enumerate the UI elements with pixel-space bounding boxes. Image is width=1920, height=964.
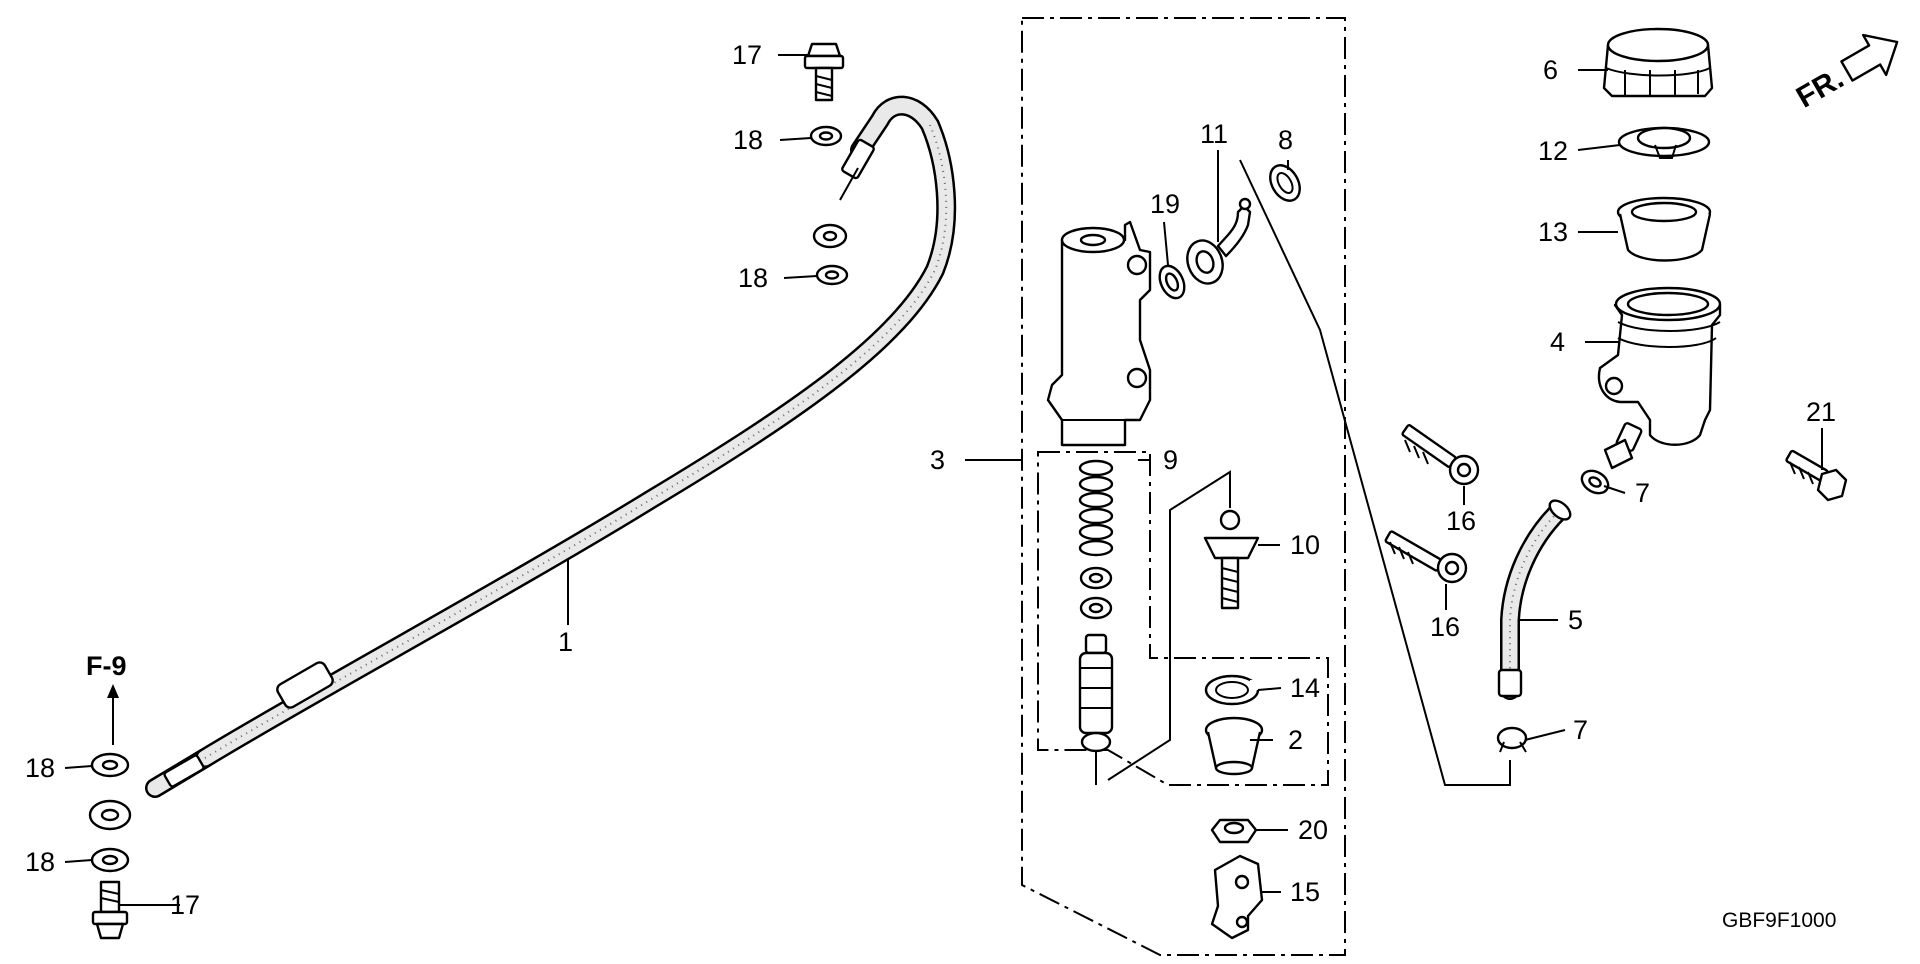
front-direction-label: FR. (1791, 62, 1849, 115)
callout-18-top-lower: 18 (738, 263, 768, 293)
circlip (1204, 674, 1260, 706)
ref-arrow-head (107, 684, 119, 698)
master-cylinder-group-box (1021, 17, 1346, 956)
callout-18-bottom-upper: 18 (25, 753, 55, 783)
washer-18-bottom-upper (90, 752, 130, 778)
reservoir-diaphragm (1616, 196, 1712, 262)
callout-21: 21 (1806, 397, 1836, 427)
master-cylinder-body (1046, 220, 1152, 447)
front-direction-arrow: FR. (1791, 33, 1899, 115)
callout-14: 14 (1290, 673, 1320, 703)
diagram-code: GBF9F1000 (1722, 909, 1836, 932)
banjo-fitting-bottom (88, 799, 132, 831)
reference-label: F-9 (86, 651, 127, 681)
washer-18-bottom-lower (90, 847, 130, 873)
piston-kit-group-box (1037, 451, 1329, 786)
washer-18-top-upper (809, 125, 843, 147)
banjo-fitting-top (812, 223, 848, 249)
o-ring (1158, 264, 1186, 300)
piston-cup (1079, 566, 1113, 590)
reservoir-plate (1617, 126, 1711, 159)
rod-boot (1204, 716, 1264, 776)
leader-lines (64, 54, 1823, 906)
callout-11: 11 (1200, 119, 1228, 149)
callout-5: 5 (1568, 605, 1583, 635)
callout-3: 3 (930, 445, 945, 475)
reservoir-hose (1497, 499, 1572, 700)
callout-2: 2 (1288, 725, 1303, 755)
callout-16-lower: 16 (1430, 612, 1460, 642)
hose-clip-lower (1496, 726, 1528, 753)
callout-18-bottom-lower: 18 (25, 847, 55, 877)
joint-circlip (1269, 164, 1301, 202)
bolt-16-upper (1401, 424, 1480, 486)
callout-1: 1 (558, 627, 573, 657)
reservoir-tank (1597, 286, 1722, 470)
clevis (1210, 854, 1264, 940)
piston (1078, 633, 1114, 753)
callout-16-upper: 16 (1446, 506, 1476, 536)
callout-17-lower: 17 (170, 890, 200, 920)
bolt-17-top (803, 42, 845, 102)
hose-clip-upper (1580, 469, 1610, 495)
callout-10: 10 (1290, 530, 1320, 560)
callout-4: 4 (1550, 327, 1565, 357)
callout-13: 13 (1538, 217, 1568, 247)
callout-17-upper: 17 (732, 40, 762, 70)
pushrod-joint (1203, 509, 1260, 610)
reservoir-cap (1602, 27, 1714, 98)
callout-18-top-upper: 18 (733, 125, 763, 155)
callout-9: 9 (1163, 445, 1178, 475)
bolt-16-lower (1384, 530, 1468, 584)
callout-7-upper: 7 (1635, 478, 1650, 508)
pushrod-leader (1107, 470, 1231, 781)
washer-18-top-lower (815, 264, 849, 286)
bolt-21 (1785, 449, 1848, 502)
brake-hose (145, 95, 957, 798)
callout-6: 6 (1543, 55, 1558, 85)
callout-15: 15 (1290, 877, 1320, 907)
callout-19: 19 (1150, 189, 1180, 219)
hose-joint (1186, 197, 1252, 285)
callout-7-lower: 7 (1573, 715, 1588, 745)
nut (1210, 818, 1258, 844)
piston-spring (1078, 459, 1114, 557)
callout-8: 8 (1278, 125, 1293, 155)
hose-route-line (1239, 159, 1511, 786)
callout-20: 20 (1298, 815, 1328, 845)
callout-12: 12 (1538, 136, 1568, 166)
piston-ring (1079, 596, 1113, 620)
bolt-17-bottom (91, 880, 129, 940)
